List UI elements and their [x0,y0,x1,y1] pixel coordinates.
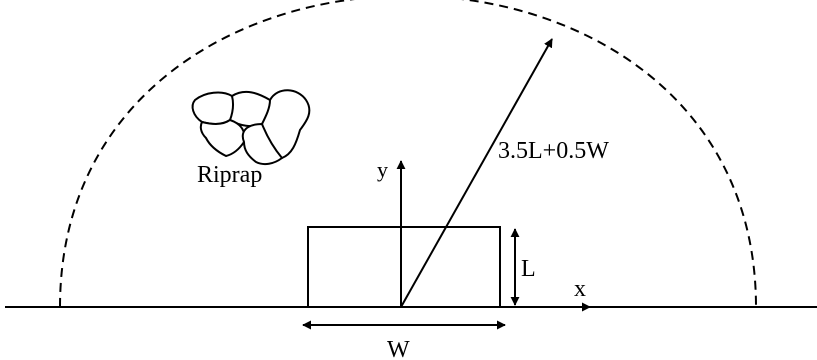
x-axis-label: x [574,276,586,302]
length-label: L [521,256,536,282]
structure-rectangle [307,226,501,308]
riprap-stones-icon [191,89,311,166]
radius-arrow [400,38,553,308]
riprap-label: Riprap [197,162,262,188]
width-label: W [387,337,410,360]
riprap-extent-arc [59,0,757,308]
radius-label: 3.5L+0.5W [498,138,609,164]
y-axis-label: y [377,157,388,182]
